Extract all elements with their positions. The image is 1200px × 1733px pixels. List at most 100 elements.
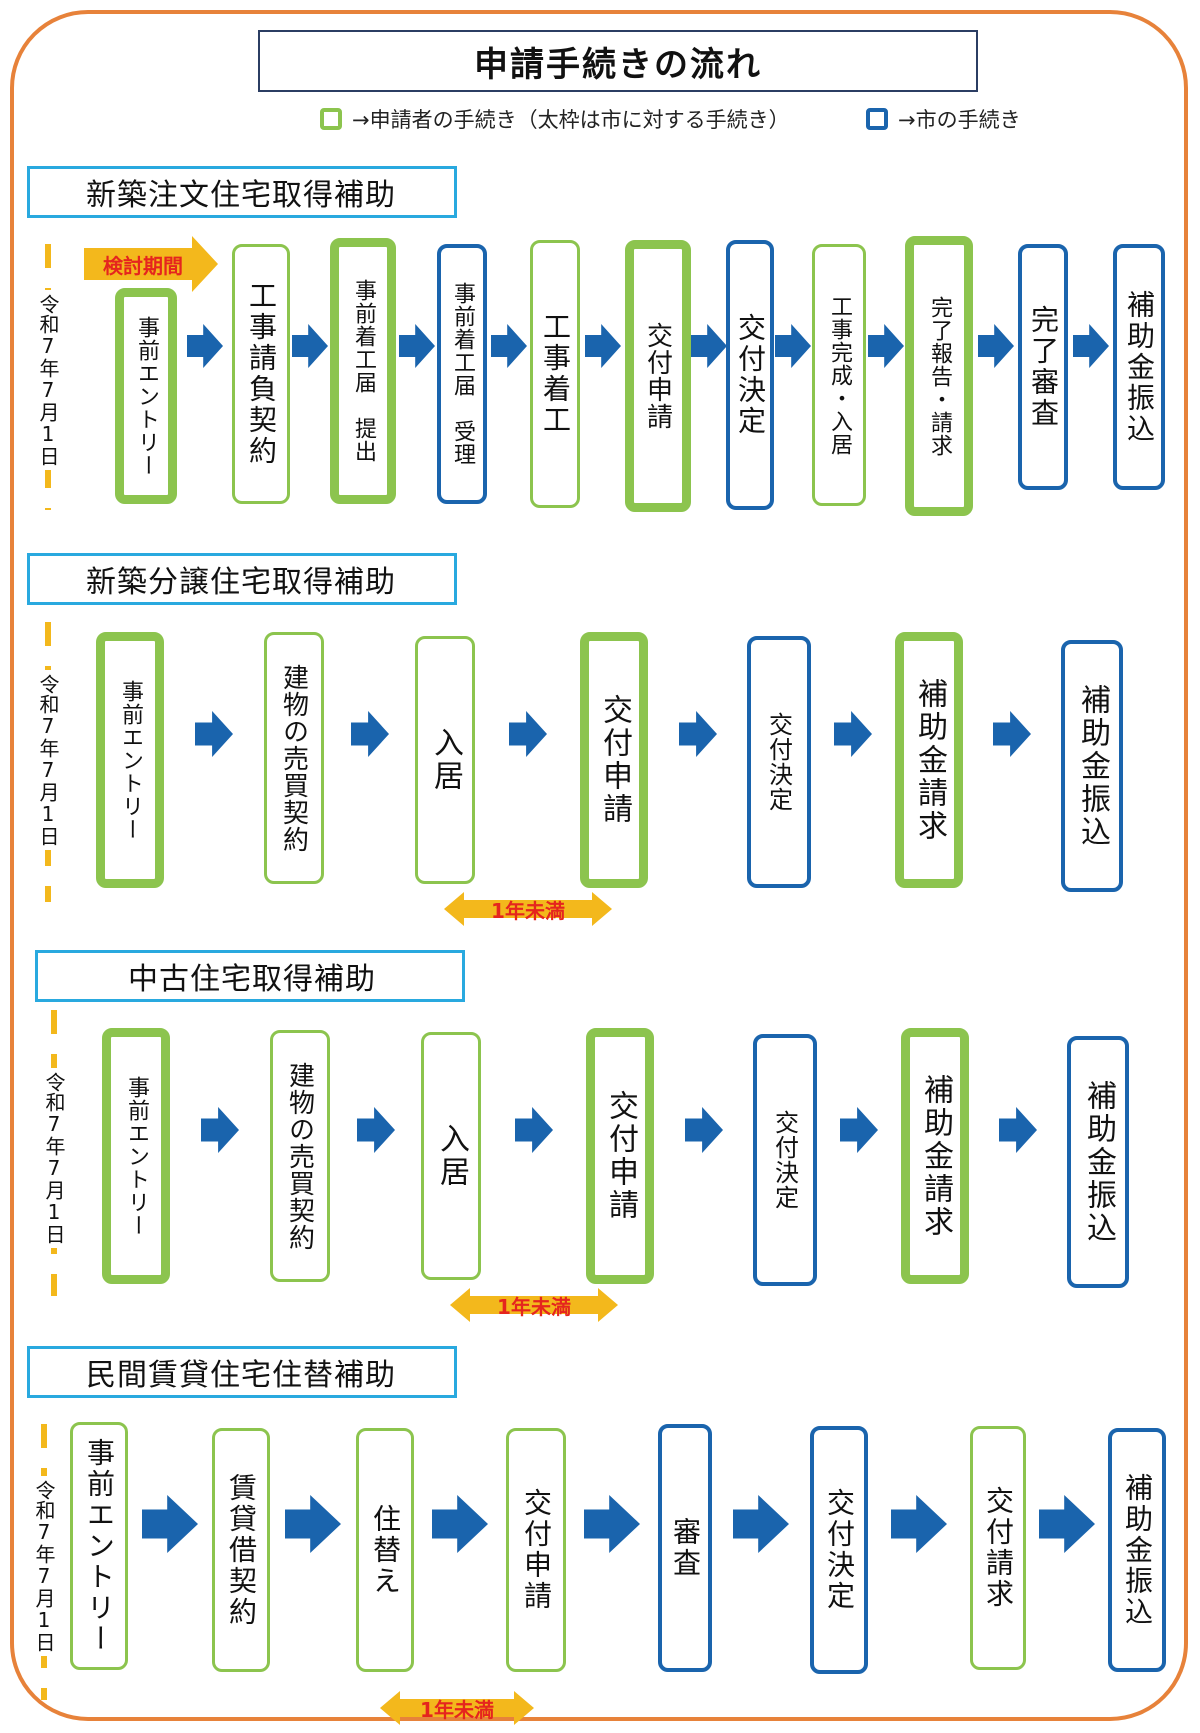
step-box: 補助金請求: [895, 632, 963, 888]
step-box: 事前エントリー: [70, 1422, 128, 1670]
step-box: 交付請求: [970, 1426, 1026, 1670]
flow-arrow: [584, 324, 621, 368]
start-date-label: 令和7年7月1日: [42, 1068, 66, 1248]
step-label: 建物の売買契約: [278, 663, 309, 853]
flow-arrow: [1072, 324, 1109, 368]
step-label: 交付決定: [823, 1488, 856, 1612]
period-arrow: [84, 236, 218, 292]
step-label: 工事完成・入居: [827, 294, 852, 456]
step-box: 交付決定: [726, 240, 774, 510]
step-box: 交付申請: [625, 240, 691, 512]
step-label: 交付決定: [764, 712, 793, 812]
step-label: 建物の売買契約: [284, 1061, 315, 1251]
flow-arrow: [690, 324, 727, 368]
step-label: 交付申請: [520, 1488, 553, 1612]
step-label: 事前エントリー: [124, 1075, 149, 1237]
flow-arrow: [398, 324, 435, 368]
step-box: 審査: [658, 1424, 712, 1672]
step-box: 建物の売買契約: [270, 1030, 330, 1282]
legend-city-label: →市の手続き: [898, 108, 1021, 132]
legend-applicant: →申請者の手続き（太枠は市に対する手続き）: [320, 104, 790, 134]
flow-arrow: [350, 711, 389, 757]
step-box: 入居: [415, 636, 475, 884]
legend-applicant-swatch: [320, 108, 342, 130]
gap-arrow: [444, 892, 612, 926]
step-box: 建物の売買契約: [264, 632, 324, 884]
step-box: 完了報告・請求: [905, 236, 973, 516]
flow-arrow: [508, 711, 547, 757]
step-box: 入居: [421, 1032, 481, 1280]
step-box: 補助金振込: [1113, 244, 1165, 490]
step-label: 入居: [428, 727, 463, 793]
step-label: 交付請求: [982, 1486, 1015, 1610]
flow-arrow: [186, 324, 223, 368]
step-label: 審査: [669, 1517, 702, 1579]
gap-arrow: [380, 1691, 534, 1725]
section-title: 新築注文住宅取得補助: [27, 166, 457, 218]
step-box: 完了審査: [1018, 244, 1068, 490]
flow-arrow: [684, 1107, 723, 1153]
step-box: 事前エントリー: [102, 1028, 170, 1284]
step-box: 交付申請: [586, 1028, 654, 1284]
step-label: 交付決定: [770, 1110, 799, 1210]
flow-arrow: [292, 324, 328, 368]
step-box: 補助金振込: [1067, 1036, 1129, 1288]
flow-arrow: [356, 1107, 395, 1153]
flow-arrow: [142, 1495, 198, 1553]
flow-arrow: [201, 1107, 239, 1153]
step-box: 住替え: [356, 1428, 414, 1672]
step-box: 交付申請: [506, 1428, 566, 1672]
gap-label: 1年未満: [420, 1697, 494, 1722]
step-label: 交付決定: [734, 313, 767, 437]
step-box: 交付決定: [810, 1426, 868, 1674]
gap-arrow: [450, 1288, 618, 1322]
flow-arrow: [584, 1495, 640, 1553]
flow-arrow: [285, 1495, 341, 1553]
step-label: 完了報告・請求: [927, 295, 952, 457]
step-label: 事前着工届 受理: [450, 282, 475, 466]
step-label: 補助金振込: [1123, 289, 1156, 445]
start-date-label: 令和7年7月1日: [32, 1476, 56, 1656]
step-box: 補助金振込: [1061, 640, 1123, 892]
flow-arrow: [490, 324, 527, 368]
step-box: 事前着工届 提出: [330, 238, 396, 504]
flow-arrow: [891, 1495, 947, 1553]
step-box: 補助金振込: [1108, 1428, 1166, 1672]
flow-arrow: [733, 1495, 789, 1553]
section-title: 新築分譲住宅取得補助: [27, 553, 457, 605]
legend-city: →市の手続き: [866, 104, 1021, 134]
flow-arrow: [514, 1107, 553, 1153]
step-label: 完了審査: [1027, 305, 1060, 429]
flow-arrow: [840, 1107, 878, 1153]
step-label: 交付申請: [603, 1090, 638, 1222]
flow-arrow: [195, 711, 233, 757]
step-box: 工事請負契約: [232, 244, 290, 504]
step-label: 事前着工届 提出: [351, 279, 376, 463]
flow-arrow: [678, 711, 717, 757]
flow-arrow: [993, 711, 1031, 757]
step-box: 賃貸借契約: [212, 1428, 270, 1672]
step-label: 事前エントリー: [118, 679, 143, 841]
flow-arrow: [999, 1107, 1037, 1153]
step-label: 補助金振込: [1075, 683, 1110, 849]
legend-applicant-label: →申請者の手続き（太枠は市に対する手続き）: [352, 108, 790, 132]
gap-label: 1年未満: [497, 1294, 571, 1319]
page-title: 申請手続きの流れ: [258, 30, 978, 92]
step-label: 事前エントリー: [134, 315, 159, 477]
step-box: 事前着工届 受理: [437, 244, 487, 504]
step-box: 交付決定: [753, 1034, 817, 1286]
step-label: 工事請負契約: [245, 281, 278, 467]
flow-arrow: [977, 324, 1014, 368]
step-box: 事前エントリー: [96, 632, 164, 888]
step-label: 補助金振込: [1081, 1079, 1116, 1245]
step-box: 交付決定: [747, 636, 811, 888]
step-label: 入居: [434, 1123, 469, 1189]
start-date-label: 令和7年7月1日: [36, 670, 60, 850]
section-title: 中古住宅取得補助: [35, 950, 465, 1002]
step-label: 交付申請: [597, 694, 632, 826]
step-label: 賃貸借契約: [225, 1472, 258, 1628]
step-label: 交付申請: [642, 322, 673, 430]
flow-arrow: [775, 324, 811, 368]
step-label: 住替え: [369, 1503, 402, 1597]
step-label: 事前エントリー: [83, 1437, 116, 1655]
